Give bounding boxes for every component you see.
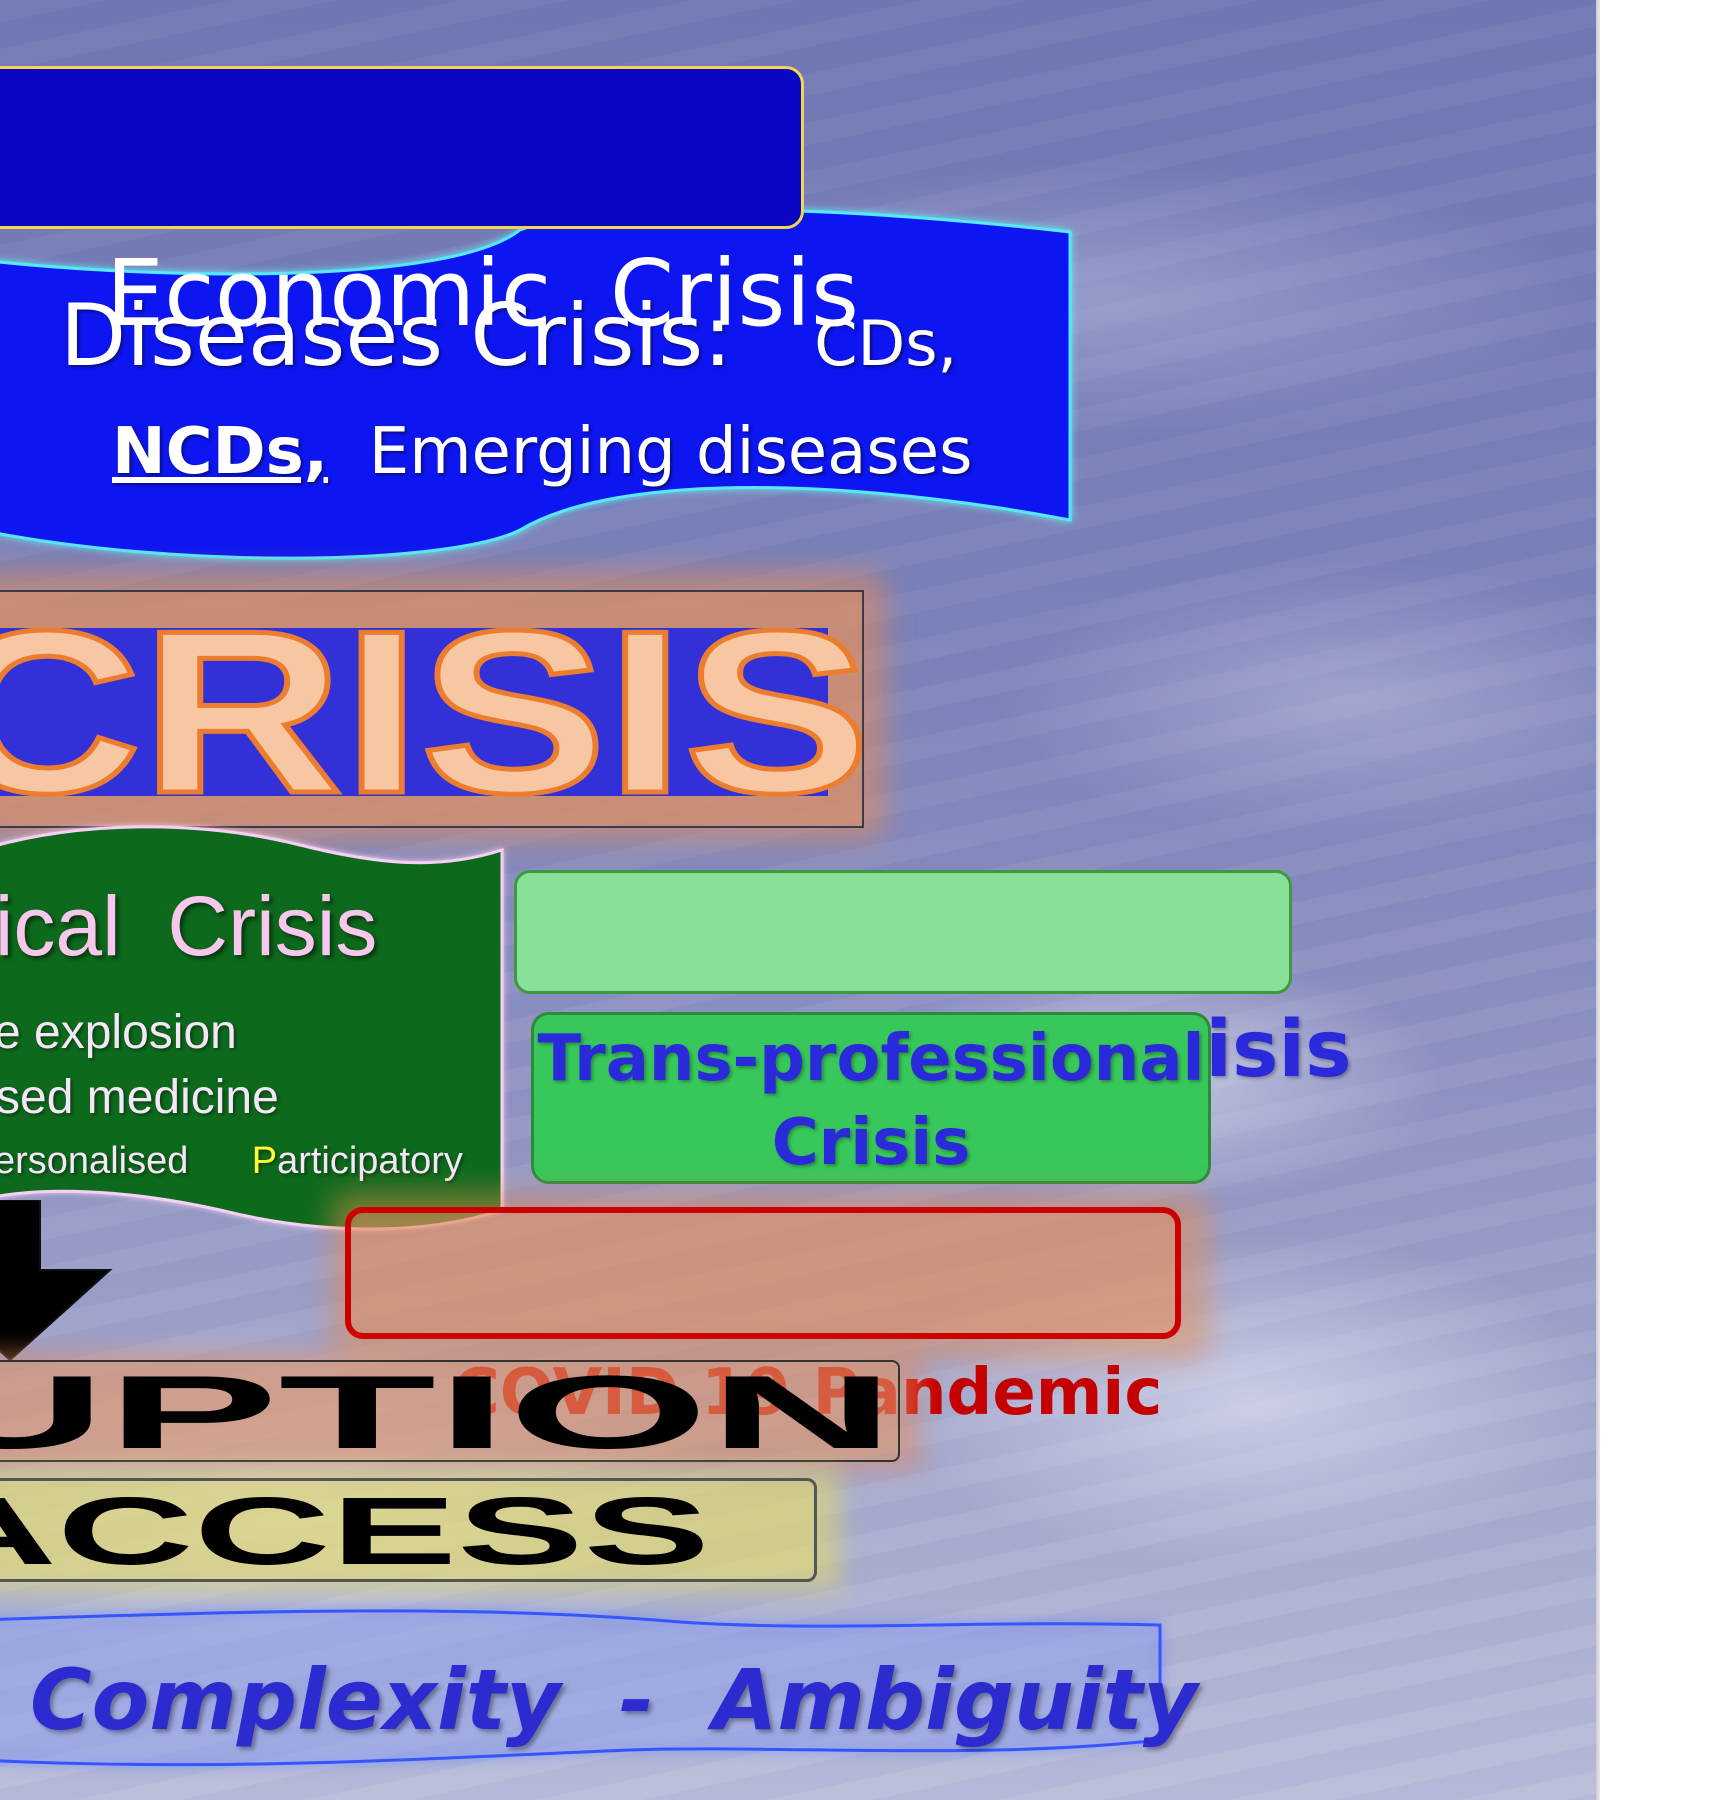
slide-background: Diseases Crisis: CDs, NCDs, Emerging dis… — [0, 0, 1600, 1800]
economic-crisis-box: Economic Crisis — [0, 66, 859, 347]
disruption-text: UPTION — [0, 1356, 895, 1466]
diseases-crisis-banner — [0, 208, 1072, 560]
participatory-initial: P — [251, 1140, 278, 1182]
slide-edge — [1596, 0, 1600, 1800]
diseases-crisis-subtitle: NCDs, Emerging diseases — [112, 412, 1012, 492]
ncds-label: NCDs, — [112, 415, 329, 489]
disruption-box — [0, 1360, 900, 1462]
personalised-label: ersonalised — [0, 1140, 189, 1182]
economic-crisis-label: Economic Crisis — [105, 240, 859, 347]
access-heading: ACCESS — [0, 1478, 710, 1582]
down-arrow-icon — [0, 1200, 113, 1362]
complexity-ambiguity-label: Complexity - Ambiguity — [30, 1651, 1198, 1749]
access-box — [0, 1478, 817, 1582]
covid-pandemic-box: COVID 19 Pandemic — [345, 1207, 1181, 1430]
technological-line-ps: ersonalised Participatory — [0, 1140, 463, 1183]
crisis-text: CRISIS — [0, 600, 870, 820]
participatory-label: articipatory — [277, 1140, 463, 1182]
disruption-glow — [0, 1352, 920, 1470]
pedagogic-crisis-box: Pedagogic Crisis — [514, 870, 1352, 1095]
crisis-fill — [0, 628, 828, 796]
technological-line-medicine: sed medicine — [0, 1071, 279, 1124]
access-text: ACCESS — [0, 1478, 710, 1582]
diseases-crisis-title: Diseases Crisis: CDs, — [60, 288, 1070, 392]
crisis-heading: CRISIS — [0, 600, 872, 820]
trans-professional-line1: Trans-professional — [537, 1022, 1205, 1096]
technological-line-explosion: e explosion — [0, 1006, 237, 1059]
complexity-banner — [0, 1609, 1162, 1767]
cds-label: CDs, — [814, 307, 958, 380]
emerging-diseases-label: Emerging diseases — [368, 415, 973, 489]
technological-crisis-title: gical Crisis — [0, 879, 378, 973]
trans-professional-crisis-box: Trans-professional Crisis — [531, 1012, 1211, 1184]
diseases-title-text: Diseases Crisis: — [60, 286, 732, 386]
covid-glow — [330, 1192, 1210, 1360]
disruption-heading: UPTION — [0, 1356, 895, 1466]
trans-professional-line2: Crisis — [771, 1106, 971, 1180]
access-glow — [0, 1470, 840, 1590]
